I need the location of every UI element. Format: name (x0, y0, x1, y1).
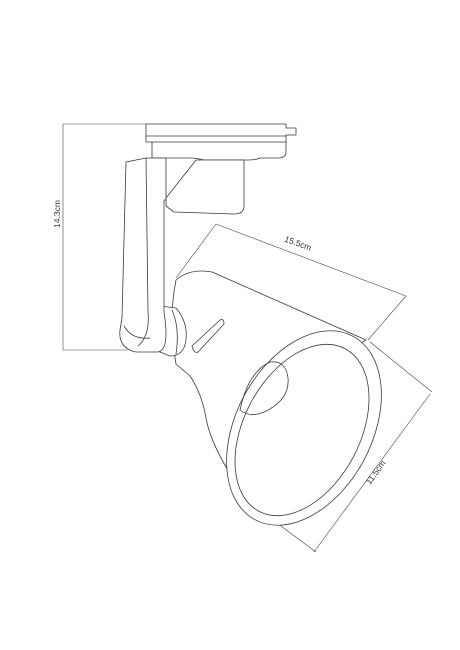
pivot-hub (159, 305, 187, 357)
mounting-stem (165, 159, 245, 215)
length-extension-back (175, 223, 217, 279)
length-label: 15.5cm (283, 234, 313, 253)
diameter-extension-top (369, 341, 433, 393)
diameter-dimension-line (313, 393, 431, 553)
lamp-head (171, 270, 382, 526)
pivot-joint (159, 305, 187, 357)
height-label: 14.3cm (52, 200, 62, 228)
pivot-hub-edge (171, 309, 178, 355)
stem-collar (165, 159, 245, 215)
diameter-label: 11.5cm (364, 458, 388, 486)
track-adapter (145, 123, 297, 161)
arm-foot-curve (123, 325, 151, 339)
height-dimension (62, 123, 146, 351)
swing-arm (119, 157, 167, 353)
arm-inner-edge (137, 157, 149, 347)
lamp-bulb (239, 361, 289, 415)
cooling-slot (191, 319, 225, 353)
length-extension-front (367, 295, 407, 341)
arm-bracket (119, 157, 167, 353)
length-dimension (175, 223, 407, 341)
lamp-inner-rim (234, 343, 370, 517)
length-dimension-line (215, 223, 407, 297)
